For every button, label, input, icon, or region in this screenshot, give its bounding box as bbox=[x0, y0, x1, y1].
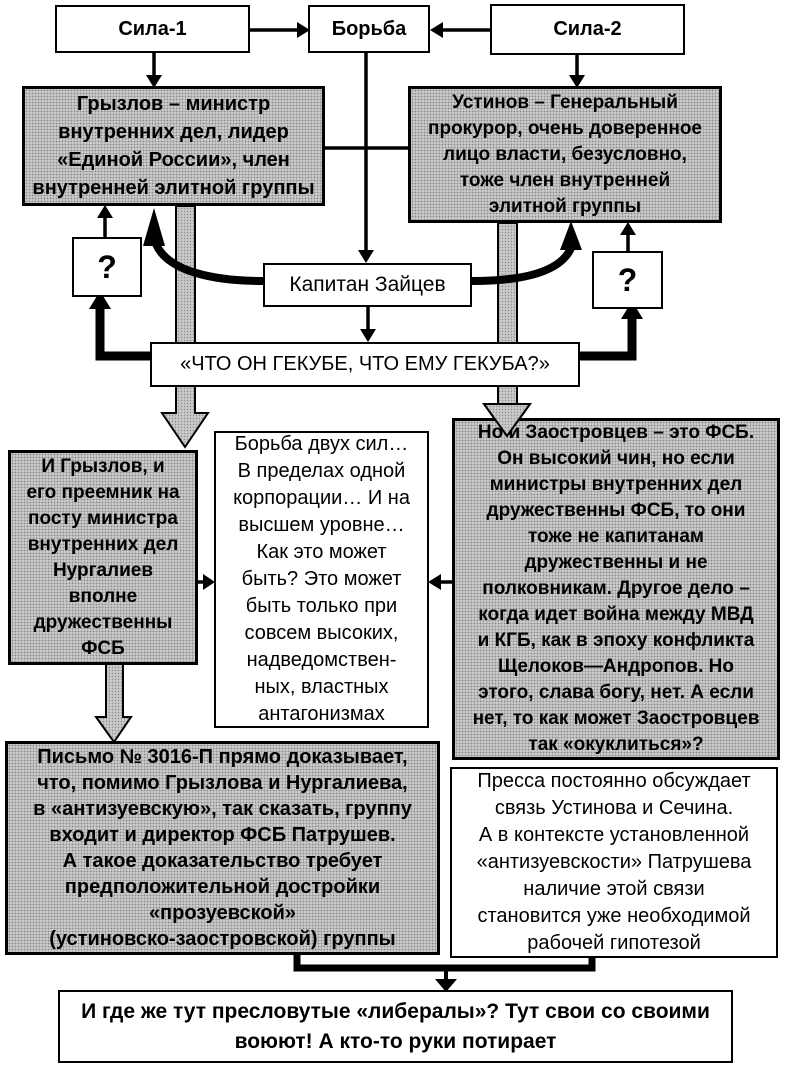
node-borba-dvuh-sil-text: Борьба двух сил… В пределах одной корпор… bbox=[233, 433, 410, 725]
node-ustinov-text: Устинов – Генеральный прокурор, очень до… bbox=[427, 91, 702, 217]
node-ustinov: Устинов – Генеральный прокурор, очень до… bbox=[408, 86, 722, 223]
node-question-left: ? bbox=[72, 237, 142, 297]
node-kapitan-zaytsev-text: Капитан Зайцев bbox=[289, 273, 446, 296]
node-zaostrovtsev: Но и Заостровцев – это ФСБ. Он высокий ч… bbox=[452, 418, 780, 760]
node-sila-2-text: Сила-2 bbox=[553, 18, 622, 40]
node-final-conclusion: И где же тут пресловутые «либералы»? Тут… bbox=[58, 990, 733, 1063]
node-question-left-text: ? bbox=[97, 248, 117, 285]
gray-arrow-ustinov-down bbox=[482, 222, 532, 438]
node-gryzlov-text: Грызлов – министр внутренних дел, лидер … bbox=[32, 93, 315, 199]
gray-arrow-gryzlov-down bbox=[160, 205, 210, 449]
node-borba-text: Борьба bbox=[331, 17, 407, 40]
node-sila-1-text: Сила-1 bbox=[118, 17, 187, 40]
merge-connector bbox=[293, 954, 596, 992]
node-zaostrovtsev-text: Но и Заостровцев – это ФСБ. Он высокий ч… bbox=[472, 422, 760, 755]
node-question-right-text: ? bbox=[617, 261, 638, 298]
node-pismo-3016-text: Письмо № 3016-П прямо доказывает, что, п… bbox=[33, 746, 412, 950]
node-final-conclusion-text: И где же тут пресловутые «либералы»? Тут… bbox=[81, 999, 710, 1053]
node-gekuba-quote: «ЧТО ОН ГЕКУБЕ, ЧТО ЕМУ ГЕКУБА?» bbox=[150, 342, 580, 387]
node-borba-dvuh-sil: Борьба двух сил… В пределах одной корпор… bbox=[214, 431, 429, 728]
gray-arrow-igryzlov-down bbox=[94, 663, 133, 744]
node-gekuba-quote-text: «ЧТО ОН ГЕКУБЕ, ЧТО ЕМУ ГЕКУБА?» bbox=[180, 353, 550, 375]
node-pismo-3016: Письмо № 3016-П прямо доказывает, что, п… bbox=[5, 741, 440, 955]
node-sila-2: Сила-2 bbox=[490, 4, 685, 55]
node-gryzlov: Грызлов – министр внутренних дел, лидер … bbox=[22, 86, 325, 206]
node-sila-1: Сила-1 bbox=[55, 5, 250, 53]
node-kapitan-zaytsev: Капитан Зайцев bbox=[263, 263, 472, 307]
node-question-right: ? bbox=[592, 251, 663, 309]
node-pressa-text: Пресса постоянно обсуждает связь Устинов… bbox=[476, 770, 752, 954]
node-borba: Борьба bbox=[308, 5, 430, 53]
node-pressa: Пресса постоянно обсуждает связь Устинов… bbox=[450, 767, 778, 958]
node-i-gryzlov-text: И Грызлов, и его преемник на посту минис… bbox=[26, 455, 180, 659]
node-i-gryzlov: И Грызлов, и его преемник на посту минис… bbox=[8, 450, 198, 665]
